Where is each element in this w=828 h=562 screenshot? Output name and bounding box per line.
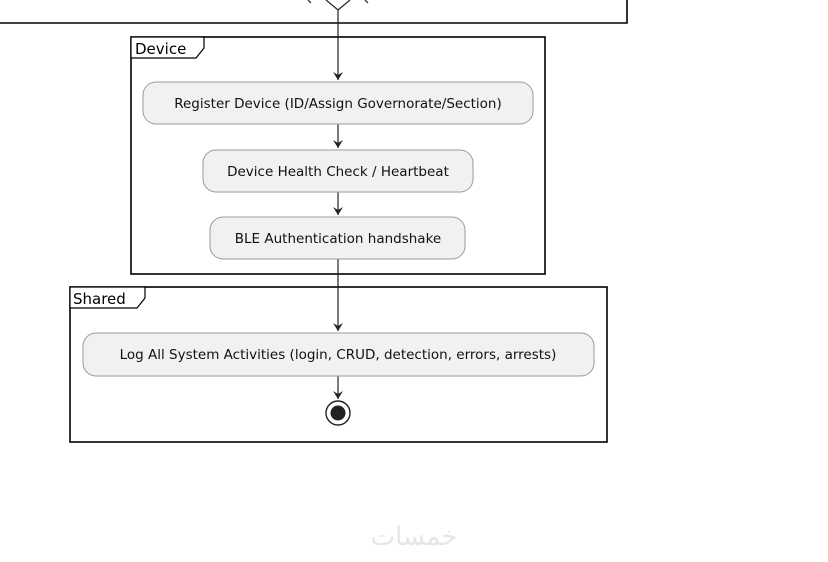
activity-health-check-label: Device Health Check / Heartbeat — [227, 164, 449, 180]
activity-register-device-label: Register Device (ID/Assign Governorate/S… — [174, 96, 502, 112]
end-node — [325, 400, 351, 426]
activity-health-check: Device Health Check / Heartbeat — [202, 149, 474, 193]
shared-partition-title: Shared — [73, 290, 126, 308]
activity-ble-auth-label: BLE Authentication handshake — [235, 231, 441, 247]
activity-log-all: Log All System Activities (login, CRUD, … — [82, 332, 595, 377]
merge-diamond — [325, 0, 351, 11]
activity-ble-auth: BLE Authentication handshake — [209, 216, 466, 260]
watermark: خمسات — [370, 522, 458, 552]
diamond-left-edge — [307, 0, 312, 4]
device-partition-tab — [130, 36, 205, 59]
diamond-right-edge — [364, 0, 369, 4]
activity-log-all-label: Log All System Activities (login, CRUD, … — [120, 347, 557, 363]
previous-partition-frame — [0, 0, 628, 24]
device-partition-title: Device — [135, 40, 186, 58]
activity-register-device: Register Device (ID/Assign Governorate/S… — [142, 81, 534, 125]
shared-partition-tab — [69, 286, 146, 309]
